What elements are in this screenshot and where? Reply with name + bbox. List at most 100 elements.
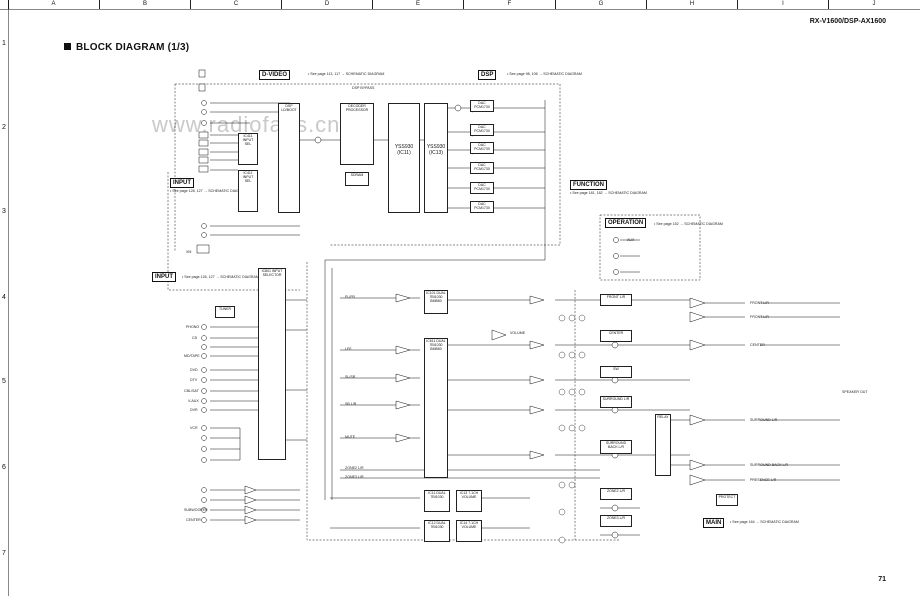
input-label-xm: XM — [186, 250, 192, 254]
section-note-input2: • See page 126, 127 → SCHEMATIC DIAGRAM — [182, 275, 259, 279]
title-square-icon — [64, 43, 71, 50]
column-header-g: G — [556, 0, 647, 9]
section-tag-function: FUNCTION — [570, 180, 607, 190]
section-note-dsp: • See page 98, 106 → SCHEMATIC DIAGRAM — [507, 72, 582, 76]
section-tag-dvideo: D-VIDEO — [259, 70, 291, 80]
chip-dsp-ld: DSP LD/BOOT — [278, 103, 300, 213]
section-tag-operation: OPERATION — [605, 218, 647, 228]
block-zone3: ZONE3 L/R — [600, 515, 632, 527]
signal-label-sl: SL/SR — [345, 375, 356, 379]
output-center: CENTER — [750, 343, 765, 347]
output-front-lr-a: FRONT L/R — [750, 301, 769, 305]
signal-label-sb: SB L/R — [345, 402, 357, 406]
operation-label-aux: AUX — [627, 238, 635, 242]
input-label-md: MD/TAPE — [184, 354, 200, 358]
signal-label-zone3: ZONE3 L/R — [345, 475, 364, 479]
output-speaker-out: SPEAKER OUT — [842, 390, 868, 394]
section-note-input1: • See page 128, 127 → SCHEMATIC DIAGRAM — [170, 189, 247, 193]
row-header-4: 4 — [2, 294, 6, 301]
input-label-vaux: V-AUX — [188, 399, 199, 403]
chip-dac-2: DAC PCM1730 — [470, 124, 494, 136]
column-header-f: F — [464, 0, 556, 9]
signal-label-lfe: LFE — [345, 347, 352, 351]
input-label-phono: PHONO — [186, 325, 200, 329]
input-label-subwoofer: SUBWOOFER — [184, 508, 208, 512]
input-label-dvd: DVD — [190, 368, 198, 372]
output-front-lr-b: FRONT L/R — [750, 315, 769, 319]
chip-tuner: TUNER — [215, 306, 235, 318]
watermark: www.radiofans.cn — [152, 112, 341, 137]
model-number: RX-V1600/DSP-AX1600 — [809, 18, 886, 25]
chip-input-select-1: IC411 INPUT SEL — [238, 133, 258, 165]
block-zone2: ZONE2 L/R — [600, 488, 632, 500]
input-label-dtv: DTV — [190, 378, 198, 382]
page-title-text: BLOCK DIAGRAM (1/3) — [76, 42, 190, 53]
column-header-d: D — [282, 0, 373, 9]
chip-ic14: IC14 7.1CH VOLUME — [456, 520, 482, 542]
chip-decoder: DECODER PROCESSOR — [340, 103, 374, 165]
chip-input-selector: IC801 INPUT SELECTOR — [258, 268, 286, 460]
output-surround-back: SURROUND BACK L/R — [750, 463, 789, 467]
chip-ic11: IC11 DUAL 7BI1030 — [424, 490, 450, 512]
block-center: CENTER — [600, 330, 632, 342]
chip-yss930-1: YSS930(IC11) — [388, 103, 420, 213]
page-number: 71 — [878, 576, 886, 583]
chip-dac-4: DAC PCM1730 — [470, 162, 494, 174]
column-header-b: B — [100, 0, 191, 9]
section-tag-main: MAIN — [703, 518, 725, 528]
chip-ic101: IC101 DUAL 7BI1030 BMB60 — [424, 290, 448, 314]
chip-dac-5: DAC PCM1730 — [470, 182, 494, 194]
chip-yss930-2: YSS930(IC13) — [424, 103, 448, 213]
section-note-main: • See page 164 → SCHEMATIC DIAGRAM — [730, 520, 799, 524]
chip-yss930-1-name: YSS930 — [394, 144, 414, 150]
column-header-e: E — [373, 0, 464, 9]
chip-dac-1: DAC PCM1730 — [470, 100, 494, 112]
input-label-dvr: DVR — [190, 408, 198, 412]
signal-label-volume: VOLUME — [510, 331, 526, 335]
input-label-vcr: VCR — [190, 426, 198, 430]
chip-input-select-2: IC411 INPUT SEL — [238, 170, 258, 212]
section-tag-dsp: DSP — [478, 70, 497, 80]
column-header-c: C — [191, 0, 282, 9]
section-note-function: • See page 181, 182 → SCHEMATIC DIAGRAM — [570, 191, 647, 195]
input-label-center: CENTER — [186, 518, 201, 522]
chip-ic12: IC12 DUAL 7BI1030 — [424, 520, 450, 542]
page-title: BLOCK DIAGRAM (1/3) — [64, 42, 189, 53]
row-header-2: 2 — [2, 124, 6, 131]
input-label-cbl: CBL/SAT — [184, 389, 199, 393]
chip-dac-6: DAC PCM1730 — [470, 201, 494, 213]
column-header-h: H — [647, 0, 738, 9]
section-note-dvideo: • See page 113, 117 → SCHEMATIC DIAGRAM — [308, 72, 385, 76]
section-note-operation: • See page 152 → SCHEMATIC DIAGRAM — [654, 222, 723, 226]
signal-label-mute: MUTE — [345, 435, 356, 439]
row-header-1: 1 — [2, 40, 6, 47]
block-sw: SW — [600, 366, 632, 378]
chip-dac-3: DAC PCM1730 — [470, 142, 494, 154]
output-presence: PRESENCE L/R — [750, 478, 777, 482]
section-tag-input1: INPUT — [170, 178, 194, 188]
signal-label-fl: FL/FR — [345, 295, 355, 299]
row-header-7: 7 — [2, 550, 6, 557]
output-surround-lr: SURROUND L/R — [750, 418, 778, 422]
row-header-5: 5 — [2, 378, 6, 385]
block-relay: RELAY — [655, 414, 671, 476]
row-header-6: 6 — [2, 464, 6, 471]
input-label-cd: CD — [192, 336, 198, 340]
section-tag-input2: INPUT — [152, 272, 176, 282]
block-surround-back: SURROUND BACK L/R — [600, 440, 632, 454]
row-header-3: 3 — [2, 208, 6, 215]
chip-sdram: SDRAM — [345, 172, 369, 186]
column-header-j: J — [872, 1, 876, 7]
chip-yss930-2-ref: (IC13) — [429, 150, 443, 156]
signal-label-bypass: DSP BYPASS — [352, 86, 375, 90]
column-header-i: I — [738, 0, 829, 9]
block-front-lr: FRONT L/R — [600, 294, 632, 306]
chip-yss930-1-ref: (IC11) — [397, 150, 411, 156]
signal-label-zone2: ZONE2 L/R — [345, 466, 364, 470]
chip-ic13: IC13 7.1CH VOLUME — [456, 490, 482, 512]
chip-yss930-2-name: YSS930 — [426, 144, 446, 150]
chip-ic611: IC611 DUAL 7BI1030 BMB60 — [424, 338, 448, 478]
block-surround: SURROUND L/R — [600, 396, 632, 408]
column-header-a: A — [8, 0, 100, 9]
